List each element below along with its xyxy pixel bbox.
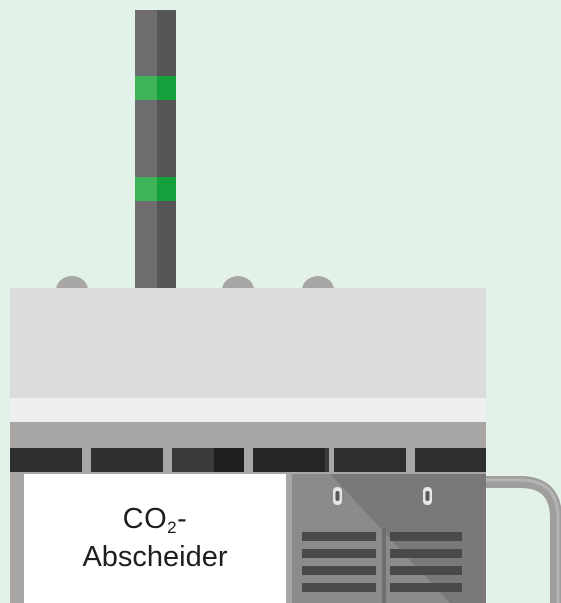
roof-vents [56, 276, 334, 290]
window-row [10, 446, 486, 474]
co2-subscript: 2 [167, 518, 177, 537]
co2-separator-label: CO2- Abscheider [24, 474, 286, 603]
roof-strip [10, 398, 486, 422]
roof-block [10, 288, 486, 398]
pipe [486, 482, 556, 603]
chimney [135, 10, 176, 292]
label-line-1: CO2- [123, 502, 188, 536]
chimney-band-upper [135, 76, 157, 100]
machinery-unit [292, 474, 486, 603]
hyphen-text: - [177, 503, 187, 535]
frame-band [10, 422, 486, 446]
chimney-band-lower [135, 177, 157, 201]
co2-text: CO [123, 503, 168, 535]
label-line-2: Abscheider [82, 538, 227, 576]
